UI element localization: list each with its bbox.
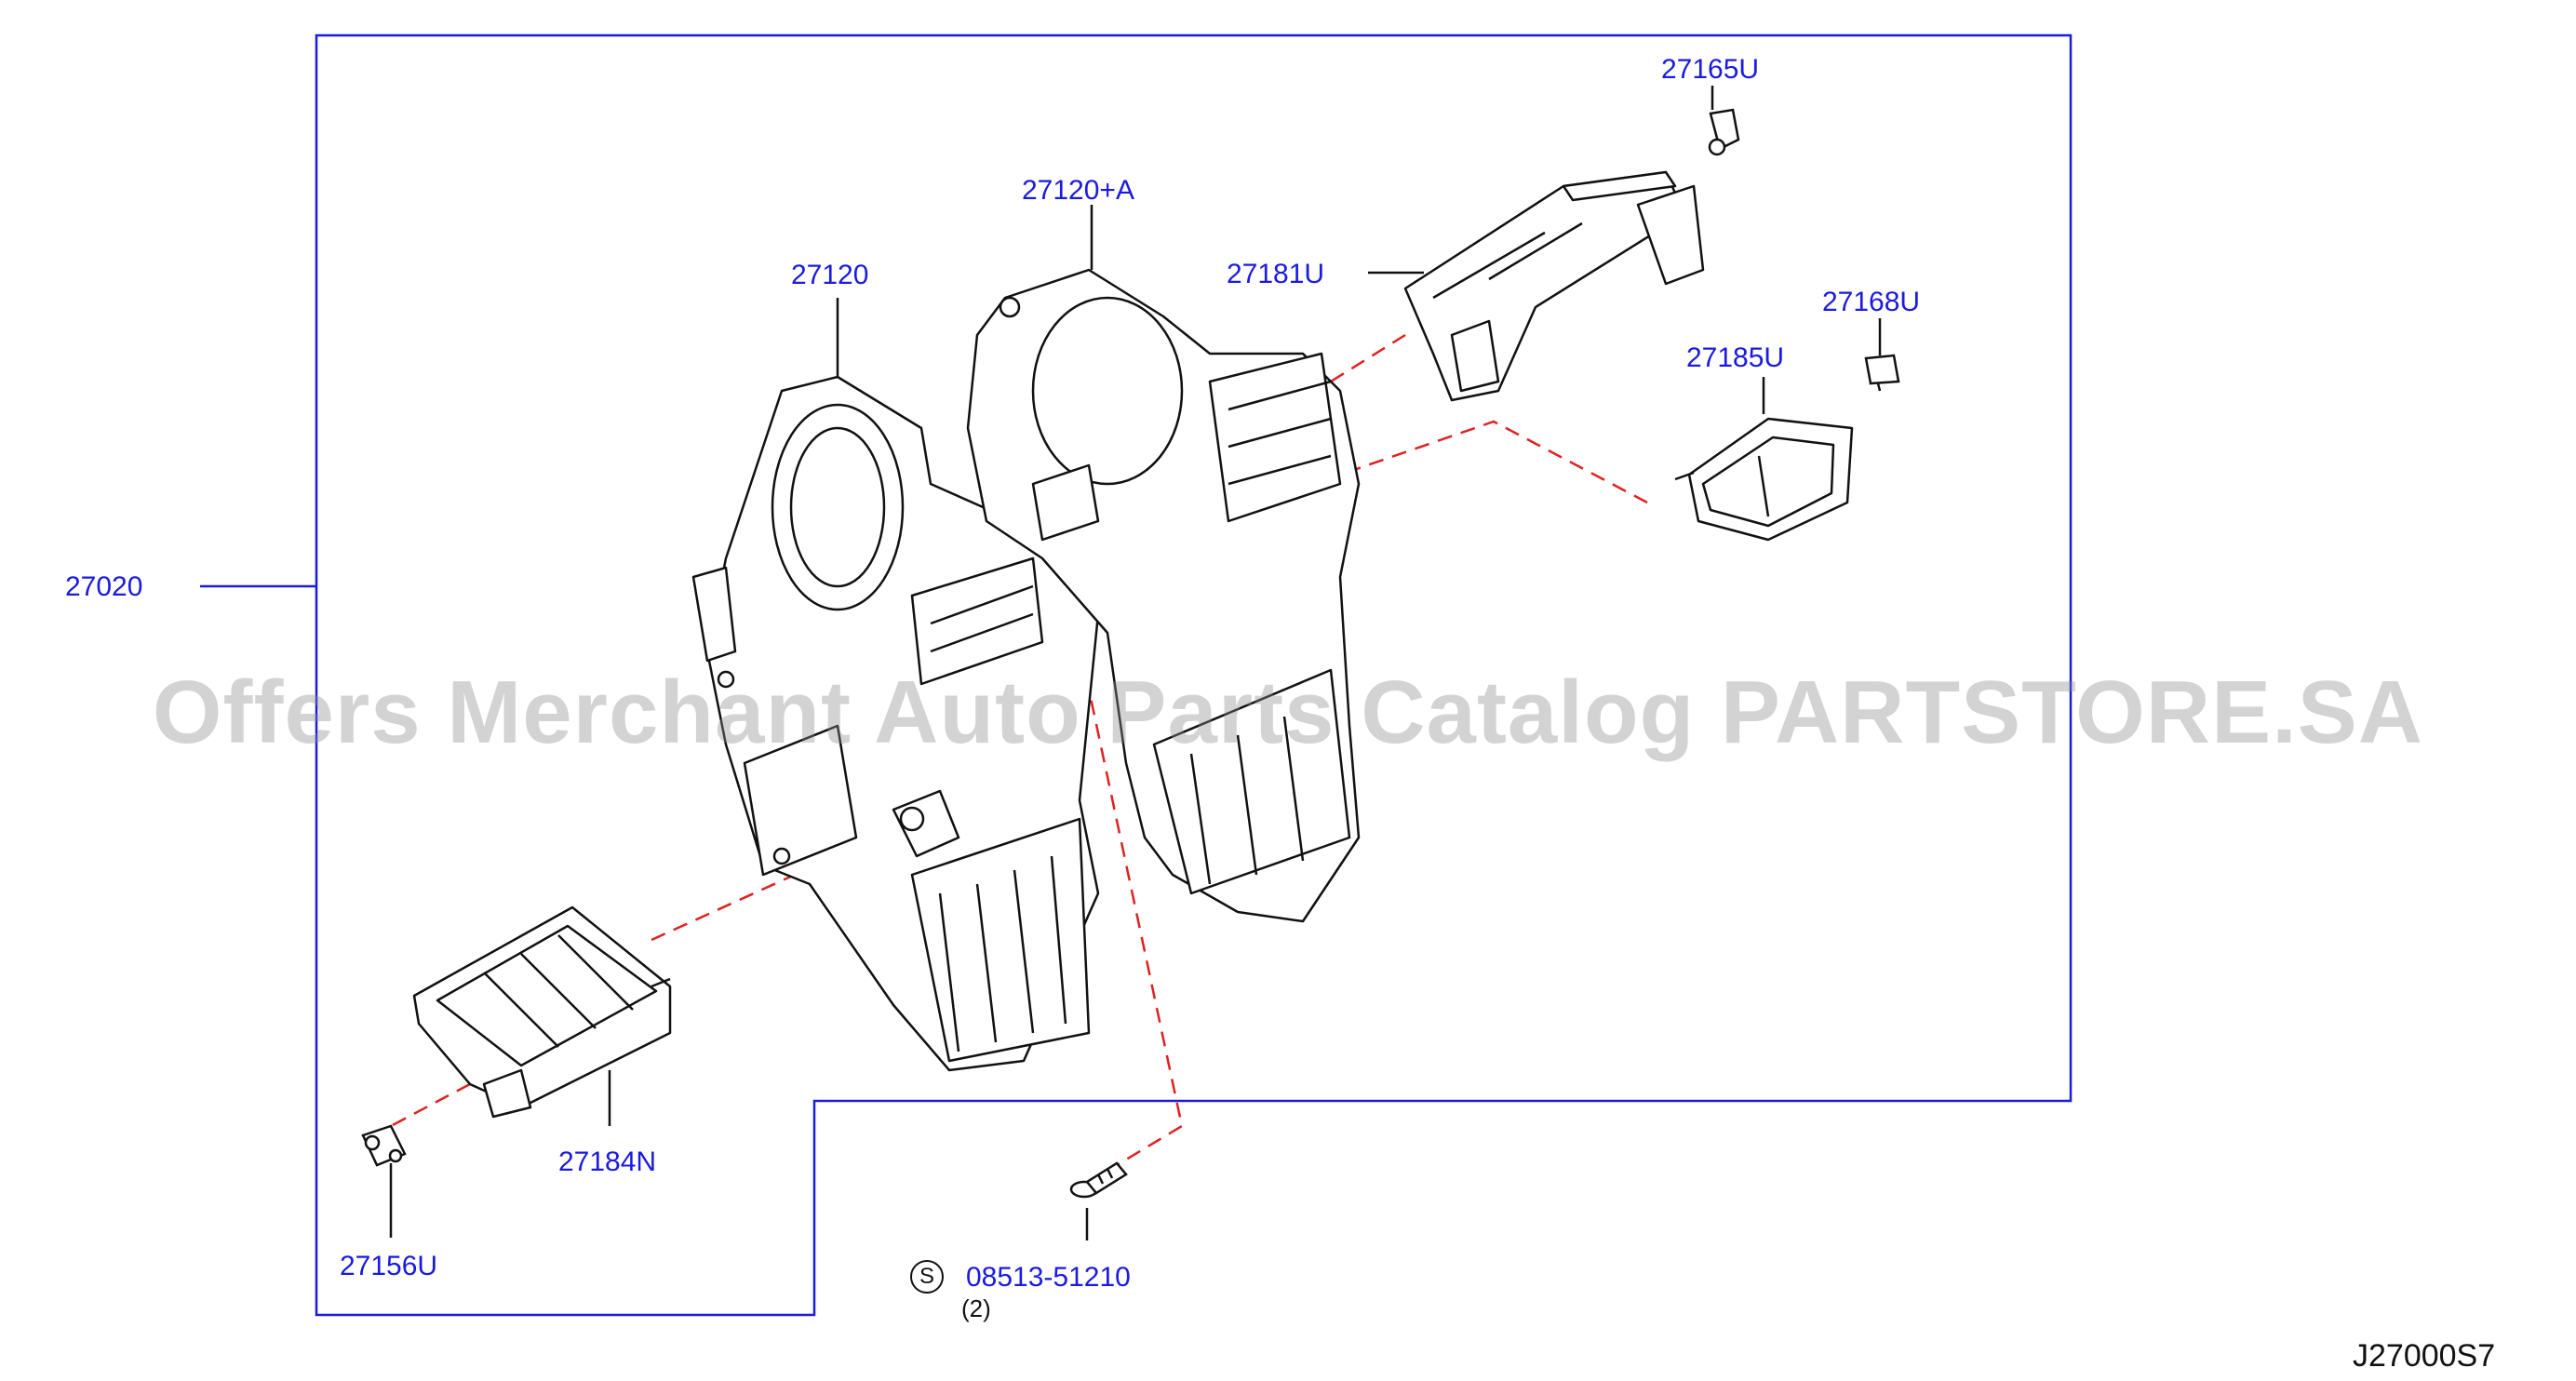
door-27185U	[1674, 417, 1854, 542]
part-leaders	[389, 86, 1882, 1240]
dash-clip-left	[390, 1082, 471, 1128]
dash-screw	[1059, 557, 1184, 1170]
screw-symbol-s: S	[910, 1260, 944, 1294]
label-27168u[interactable]: 27168U	[1822, 287, 1921, 317]
duct-27181U	[1403, 170, 1705, 402]
watermark-text: Offers Merchant Auto Parts Catalog PARTS…	[152, 663, 2424, 762]
label-27156u[interactable]: 27156U	[340, 1251, 438, 1281]
label-27165u[interactable]: 27165U	[1661, 54, 1760, 85]
label-27020[interactable]: 27020	[65, 571, 143, 602]
screw-08513-51210	[1069, 1161, 1128, 1199]
label-08513-51210[interactable]: 08513-51210	[966, 1262, 1131, 1293]
label-27184n[interactable]: 27184N	[558, 1146, 657, 1177]
label-27185u[interactable]: 27185U	[1686, 342, 1785, 373]
drawing-code: J27000S7	[2353, 1338, 2496, 1374]
door-27184N	[412, 905, 672, 1119]
clip-27156U	[361, 1124, 407, 1167]
clip-27165U	[1708, 108, 1740, 156]
label-27120[interactable]: 27120	[791, 260, 869, 290]
dash-door-right	[1097, 420, 1648, 560]
label-27181u[interactable]: 27181U	[1227, 259, 1325, 289]
hvac-case-right	[966, 268, 1361, 923]
clip-27168U	[1864, 354, 1900, 392]
hvac-case-left	[691, 375, 1100, 1072]
assembly-boundary	[315, 34, 2073, 1317]
label-27120-a[interactable]: 27120+A	[1022, 175, 1134, 206]
screw-quantity: (2)	[961, 1294, 991, 1322]
